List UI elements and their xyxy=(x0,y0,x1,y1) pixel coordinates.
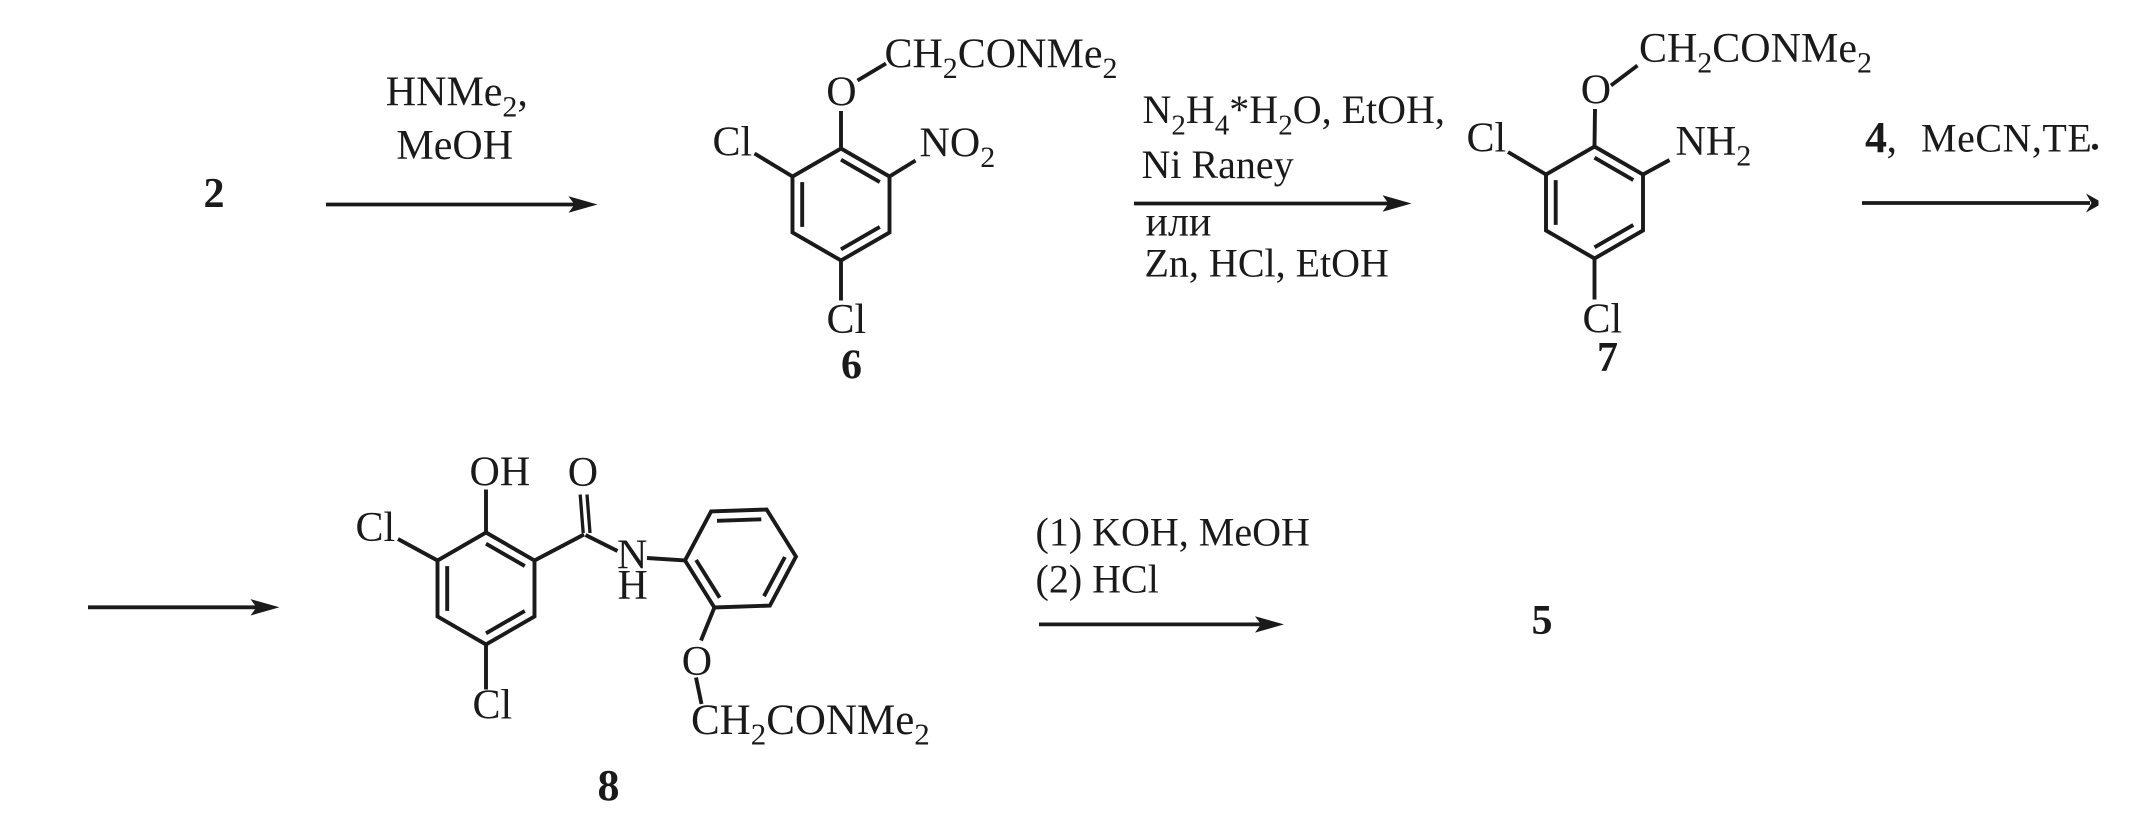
svg-text:2: 2 xyxy=(980,141,995,174)
svg-text:Ni Raney: Ni Raney xyxy=(1142,142,1294,187)
svg-text:CH: CH xyxy=(1639,26,1697,72)
svg-text:NH: NH xyxy=(1676,119,1737,165)
svg-text:5: 5 xyxy=(1532,598,1553,644)
svg-text:*H: *H xyxy=(1229,87,1278,132)
svg-text:CONMe: CONMe xyxy=(958,31,1103,77)
svg-text:2: 2 xyxy=(1171,110,1186,142)
svg-text:O, EtOH,: O, EtOH, xyxy=(1293,87,1445,132)
svg-text:O: O xyxy=(568,450,598,496)
svg-text:H: H xyxy=(618,563,648,609)
svg-text:2: 2 xyxy=(914,717,930,752)
svg-text:Cl: Cl xyxy=(713,120,753,166)
svg-text:HNMe: HNMe xyxy=(386,70,503,116)
svg-text:Cl: Cl xyxy=(827,297,867,343)
svg-text:O: O xyxy=(1581,68,1611,114)
svg-text:,: , xyxy=(517,70,528,116)
svg-text:,: , xyxy=(1887,116,1898,162)
svg-text:MeCN,TE: MeCN,TE xyxy=(1921,116,2092,161)
svg-text:или: или xyxy=(1146,200,1212,246)
svg-text:7: 7 xyxy=(1597,335,1618,381)
svg-text:H: H xyxy=(1186,87,1215,132)
svg-text:2: 2 xyxy=(1697,47,1712,80)
svg-text:(1) KOH, MeOH: (1) KOH, MeOH xyxy=(1036,510,1310,555)
svg-text:Cl: Cl xyxy=(356,505,396,551)
svg-text:NO: NO xyxy=(920,121,981,167)
svg-text:Cl: Cl xyxy=(1467,116,1507,162)
svg-text:N: N xyxy=(1143,87,1172,132)
svg-text:8: 8 xyxy=(598,761,620,810)
svg-text:Cl: Cl xyxy=(473,683,513,729)
svg-text:2: 2 xyxy=(1857,47,1872,80)
svg-text:4: 4 xyxy=(1865,113,1887,162)
svg-text:N: N xyxy=(617,533,647,579)
svg-text:OH: OH xyxy=(470,450,531,496)
svg-text:2: 2 xyxy=(751,717,767,752)
svg-text:2: 2 xyxy=(204,171,225,217)
svg-text:6: 6 xyxy=(841,343,862,389)
svg-text:Zn, HCl, EtOH: Zn, HCl, EtOH xyxy=(1145,241,1389,286)
svg-text:2: 2 xyxy=(1278,110,1293,142)
svg-text:2: 2 xyxy=(502,91,517,124)
svg-text:MeOH: MeOH xyxy=(396,123,513,169)
svg-text:2: 2 xyxy=(1103,52,1118,85)
svg-text:CH: CH xyxy=(885,31,943,77)
svg-text:CONMe: CONMe xyxy=(1712,26,1857,72)
svg-text:CONMe: CONMe xyxy=(766,697,914,744)
svg-text:2: 2 xyxy=(1736,140,1751,173)
svg-text:Cl: Cl xyxy=(1583,297,1623,343)
svg-text:CH: CH xyxy=(691,697,751,744)
svg-text:2: 2 xyxy=(943,52,958,85)
svg-text:4: 4 xyxy=(1215,110,1230,142)
svg-text:O: O xyxy=(826,70,856,116)
svg-text:(2) HCl: (2) HCl xyxy=(1036,557,1159,602)
svg-text:O: O xyxy=(682,639,712,685)
